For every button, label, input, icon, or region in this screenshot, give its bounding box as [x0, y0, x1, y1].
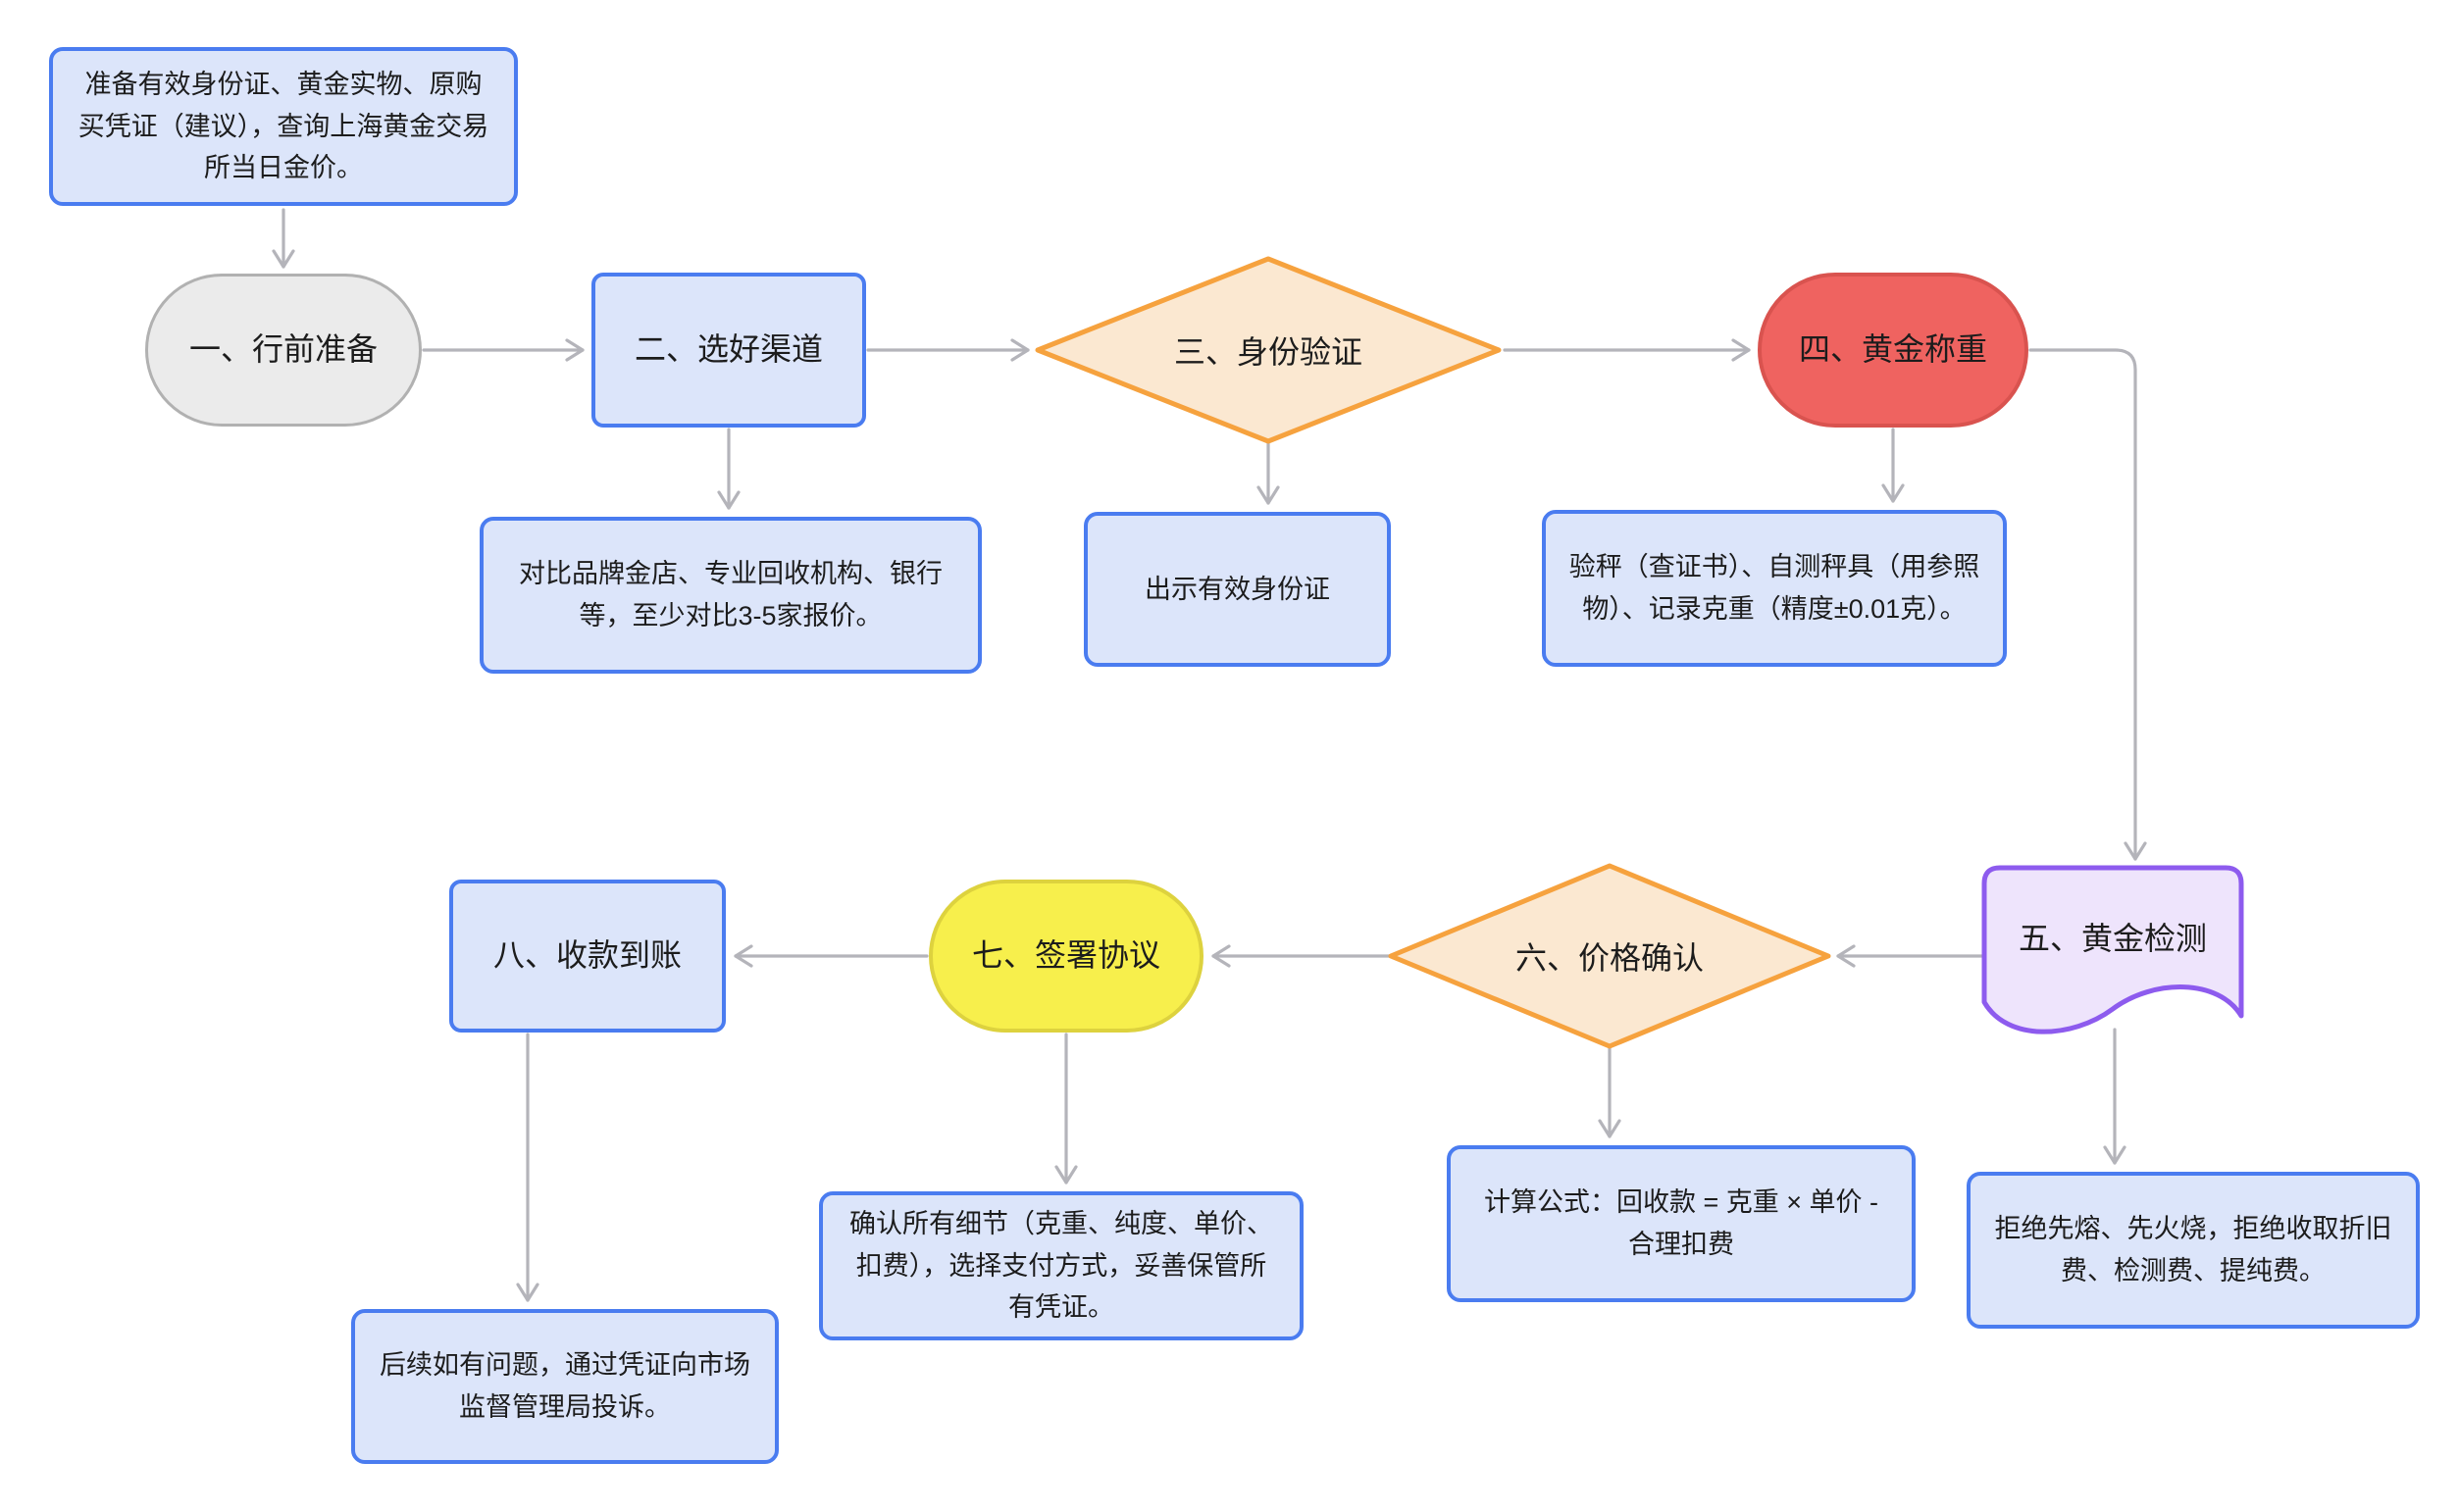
- decision-identity-check-shape: [1035, 256, 1502, 444]
- note-refuse-fees-label: 拒绝先熔、先火烧，拒绝收取折旧费、检测费、提纯费。: [1994, 1214, 2392, 1285]
- node-step2-label: 二、选好渠道: [634, 331, 823, 368]
- note-confirm-details: 确认所有细节（克重、纯度、单价、扣费），选择支付方式，妥善保管所有凭证。: [819, 1191, 1304, 1340]
- node-step4-gold-weighing: 四、黄金称重: [1758, 273, 2028, 428]
- node-step2-choose-channel: 二、选好渠道: [591, 273, 866, 428]
- node-step1-label: 一、行前准备: [188, 331, 378, 368]
- note-show-identity: 出示有效身份证: [1084, 512, 1391, 667]
- note-complaint-channel-label: 后续如有问题，通过凭证向市场监督管理局投诉。: [380, 1350, 750, 1422]
- node-step4-label: 四、黄金称重: [1798, 331, 1987, 368]
- note-complaint-channel: 后续如有问题，通过凭证向市场监督管理局投诉。: [351, 1309, 779, 1464]
- note-confirm-details-label: 确认所有细节（克重、纯度、单价、扣费），选择支付方式，妥善保管所有凭证。: [849, 1209, 1273, 1323]
- node-step7-label: 七、签署协议: [971, 937, 1160, 974]
- note-compare-channels-label: 对比品牌金店、专业回收机构、银行等，至少对比3-5家报价。: [519, 559, 943, 630]
- note-preparation: 准备有效身份证、黄金实物、原购买凭证（建议），查询上海黄金交易所当日金价。: [49, 47, 518, 206]
- note-weighing-tips: 验秤（查证书）、自测秤具（用参照物）、记录克重（精度±0.01克）。: [1542, 510, 2007, 667]
- note-price-formula: 计算公式：回收款 = 克重 × 单价 - 合理扣费: [1447, 1145, 1916, 1302]
- note-weighing-tips-label: 验秤（查证书）、自测秤具（用参照物）、记录克重（精度±0.01克）。: [1568, 552, 1980, 624]
- edge-step4-step5: [2028, 348, 2147, 861]
- note-refuse-fees: 拒绝先熔、先火烧，拒绝收取折旧费、检测费、提纯费。: [1967, 1172, 2420, 1329]
- note-preparation-label: 准备有效身份证、黄金实物、原购买凭证（建议），查询上海黄金交易所当日金价。: [77, 70, 489, 183]
- decision-price-confirm-shape: [1388, 863, 1831, 1049]
- node-step8-label: 八、收款到账: [492, 937, 682, 974]
- note-price-formula-label: 计算公式：回收款 = 克重 × 单价 - 合理扣费: [1483, 1187, 1879, 1259]
- node-step1-preparation: 一、行前准备: [145, 274, 422, 427]
- note-show-identity-label: 出示有效身份证: [1145, 574, 1330, 604]
- document-gold-testing-shape: [1981, 865, 2244, 1034]
- node-step7-sign-agreement: 七、签署协议: [929, 880, 1203, 1033]
- note-compare-channels: 对比品牌金店、专业回收机构、银行等，至少对比3-5家报价。: [480, 517, 982, 674]
- node-step8-receive-payment: 八、收款到账: [449, 880, 726, 1033]
